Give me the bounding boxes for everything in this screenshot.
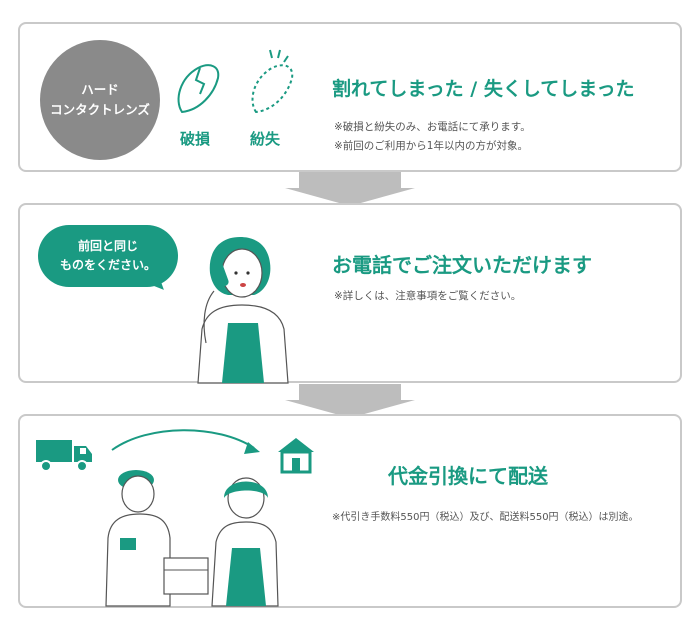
broken-label: 破損 [180, 130, 211, 148]
phone-order-panel: 前回と同じ ものをください。 お電話でご注文いただけます ※詳しくは、注意事項を… [18, 203, 682, 384]
house-icon [278, 438, 314, 474]
broken-lens-icon [177, 64, 220, 114]
panel2-title: お電話でご注文いただけます [332, 253, 592, 277]
delivery-arrow-icon [111, 429, 260, 454]
panel1-note-2: ※前回のご利用から1年以内の方が対象。 [334, 140, 528, 152]
lens-damage-panel: ハード コンタクトレンズ 破損 紛失 割れてしまった / 失くしてしまった ※破… [18, 22, 682, 172]
woman-on-phone-illustration [197, 237, 289, 384]
bubble-line-2: ものをください。 [59, 258, 156, 272]
panel3-note: ※代引き手数料550円（税込）及び、配送料550円（税込）は別途。 [332, 512, 639, 523]
speech-bubble: 前回と同じ ものをください。 [38, 225, 178, 287]
truck-icon [36, 440, 92, 472]
lost-lens-icon [251, 49, 294, 114]
cash-on-delivery-panel: 代金引換にて配送 ※代引き手数料550円（税込）及び、配送料550円（税込）は別… [18, 414, 682, 608]
panel3-title: 代金引換にて配送 [388, 464, 548, 488]
lost-label: 紛失 [250, 130, 281, 148]
panel1-note-1: ※破損と紛失のみ、お電話にて承ります。 [334, 121, 531, 133]
badge-line-2: コンタクトレンズ [50, 102, 150, 117]
delivery-illustration [105, 470, 279, 607]
panel2-note: ※詳しくは、注意事項をご覧ください。 [334, 290, 522, 302]
panel1-title: 割れてしまった / 失くしてしまった [332, 78, 635, 100]
hard-contact-lens-badge: ハード コンタクトレンズ [40, 40, 160, 160]
bubble-line-1: 前回と同じ [77, 239, 138, 253]
badge-line-1: ハード [81, 82, 119, 97]
